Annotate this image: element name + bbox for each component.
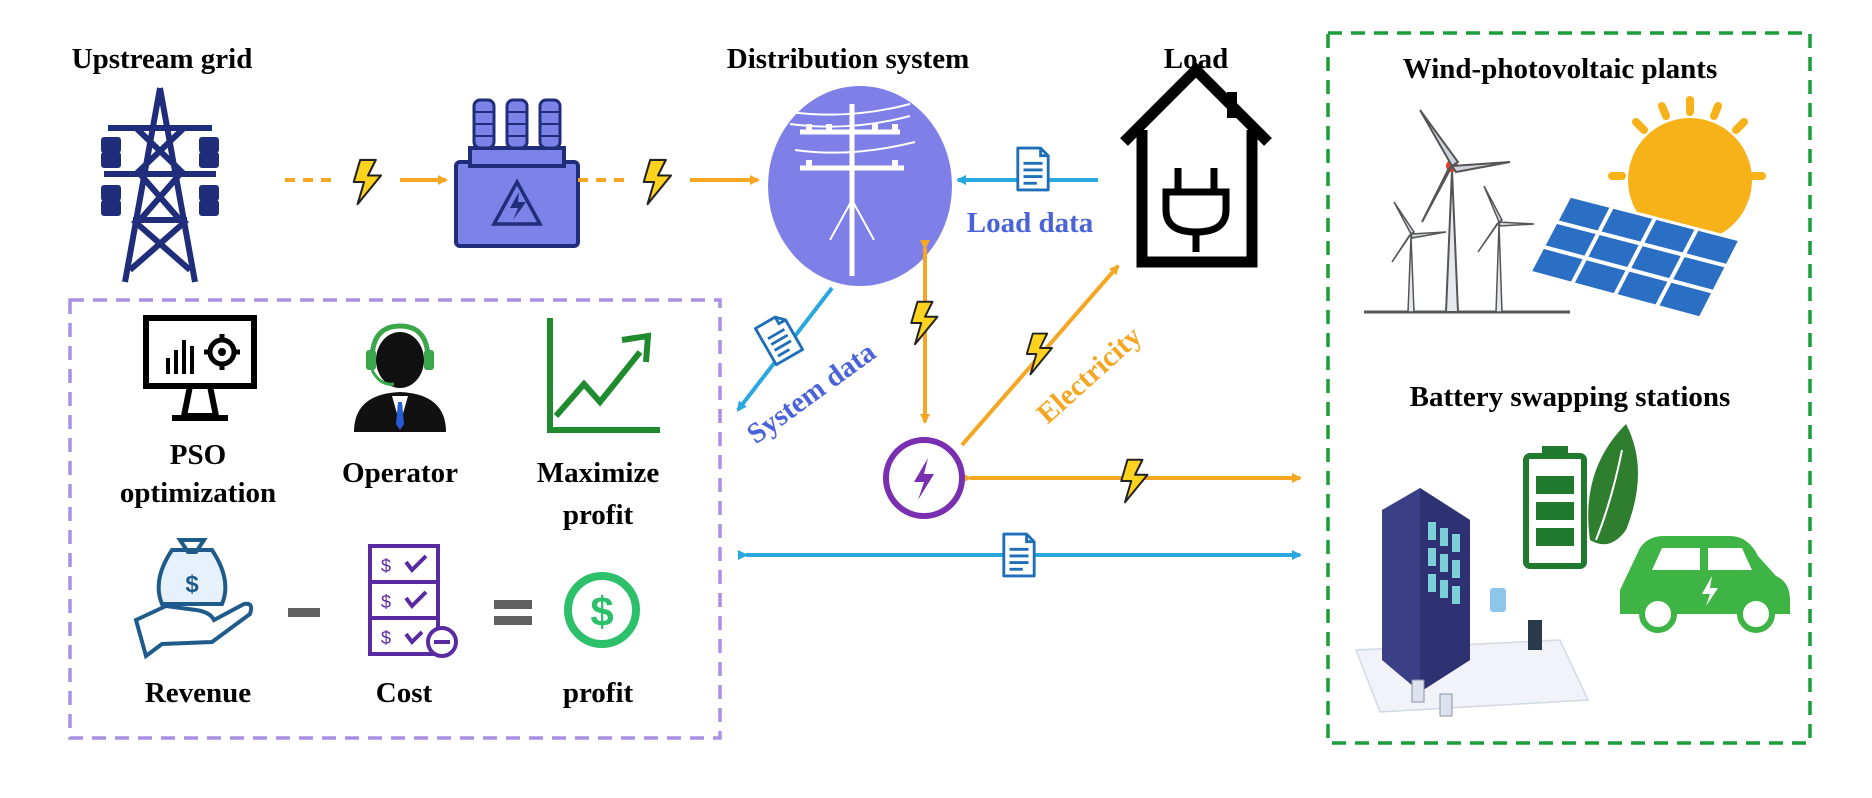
battery-leaf-icon: [1523, 424, 1638, 569]
cost-label: Cost: [375, 677, 433, 709]
lightning-icon: [642, 158, 673, 206]
equals-sign-bottom: [494, 616, 532, 625]
optimization-box: [68, 298, 722, 740]
monitor-gear-icon: [143, 315, 257, 421]
electric-car-icon: [1620, 536, 1790, 633]
battery-swapping-label: Battery swapping stations: [1409, 381, 1731, 413]
svg-text:$: $: [381, 628, 391, 648]
upstream-grid-label: Upstream grid: [71, 43, 253, 75]
der-box: [1326, 31, 1812, 745]
transformer-icon: [454, 98, 580, 248]
svg-text:$: $: [381, 556, 391, 576]
operator-headset-icon: [354, 323, 446, 432]
profit-label: profit: [562, 677, 634, 709]
svg-text:$: $: [185, 571, 199, 598]
growth-chart-icon: [547, 318, 660, 433]
equals-sign-top: [494, 600, 532, 609]
document-icon: [1016, 146, 1050, 192]
revenue-label: Revenue: [144, 677, 252, 709]
wind-turbine-icon: [1364, 109, 1570, 314]
document-icon: [753, 311, 805, 367]
svg-text:$: $: [381, 592, 391, 612]
checklist-cost-icon: $ $ $: [368, 544, 458, 658]
money-bag-hand-icon: $: [133, 538, 254, 660]
dollar-coin-icon: $: [564, 572, 640, 648]
load-label: Load: [1163, 43, 1229, 75]
pso-label-line1: PSO: [169, 439, 227, 471]
wind-pv-label: Wind-photovoltaic plants: [1402, 53, 1718, 85]
lightning-icon: [352, 158, 383, 206]
pso-label-line2: optimization: [119, 477, 277, 509]
load-data-label: Load data: [966, 207, 1094, 239]
minus-sign: [288, 608, 320, 617]
house-plug-icon: [1120, 62, 1272, 268]
document-icon: [1002, 532, 1036, 578]
energy-hub-icon: [883, 437, 965, 519]
distribution-system-label: Distribution system: [726, 43, 970, 75]
maximize-label-line1: Maximize: [536, 457, 660, 489]
maximize-label-line2: profit: [562, 499, 634, 531]
transmission-tower-icon: [101, 87, 219, 283]
operator-label: Operator: [342, 457, 458, 489]
battery-station-icon: [1354, 488, 1590, 717]
distribution-pole-icon: [768, 86, 952, 286]
lightning-icon: [1120, 458, 1149, 504]
svg-text:$: $: [590, 588, 613, 635]
solar-panel-icon: [1527, 96, 1766, 320]
